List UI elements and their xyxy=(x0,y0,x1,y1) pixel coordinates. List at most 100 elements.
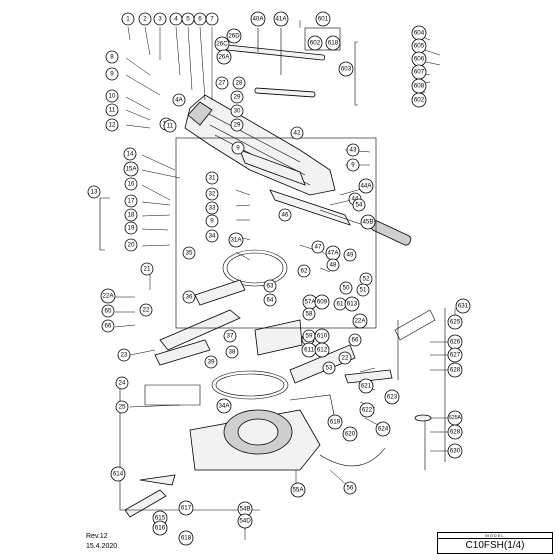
callout-label: 628 xyxy=(450,429,461,436)
callout-label: 621 xyxy=(361,383,372,390)
callout-label: 54D xyxy=(239,518,251,525)
callout-628: 628 xyxy=(447,424,463,440)
callout-circle xyxy=(343,481,357,495)
callout-circle xyxy=(358,378,374,394)
callout-circle xyxy=(263,293,277,307)
callout-label: 618 xyxy=(328,40,339,47)
callout-label: 43 xyxy=(350,147,357,154)
callout-label: 619 xyxy=(330,419,341,426)
callout-circle xyxy=(182,290,196,304)
callout-label: 14 xyxy=(127,151,134,158)
callout-label: 42 xyxy=(294,130,301,137)
callout-603: 603 xyxy=(338,61,354,77)
callout-label: 4 xyxy=(174,16,178,23)
callout-label: 31 xyxy=(209,175,216,182)
callout-circle xyxy=(121,12,135,26)
callout-label: 627 xyxy=(450,352,461,359)
callout-label: 21 xyxy=(144,266,151,273)
callout-16: 16 xyxy=(124,177,138,191)
callout-11: 11 xyxy=(163,119,177,133)
callout-circle xyxy=(205,214,219,228)
callout-label: 4A xyxy=(175,97,183,104)
callout-22a: 22A xyxy=(100,288,116,304)
callout-26c: 26C xyxy=(214,36,230,52)
callout-61: 61 xyxy=(333,297,347,311)
callout-circle xyxy=(338,351,352,365)
callout-circle xyxy=(232,76,246,90)
callout-34: 34 xyxy=(205,229,219,243)
callout-27: 27 xyxy=(215,76,229,90)
callout-circle xyxy=(105,103,119,117)
callout-circle xyxy=(101,319,115,333)
callout-label: 52 xyxy=(363,276,370,283)
callout-29: 29 xyxy=(230,90,244,104)
callout-64: 64 xyxy=(263,293,277,307)
callout-2: 2 xyxy=(138,12,152,26)
callout-circle xyxy=(205,171,219,185)
callout-21: 21 xyxy=(140,262,154,276)
callout-circle xyxy=(358,178,374,194)
callout-circle xyxy=(307,35,323,51)
callout-circle xyxy=(152,520,168,536)
callout-625: 625 xyxy=(447,314,463,330)
callout-label: 622 xyxy=(362,407,373,414)
callout-circle xyxy=(447,347,463,363)
callout-13: 13 xyxy=(87,185,101,199)
callout-47a: 47A xyxy=(325,245,341,261)
callout-label: 58 xyxy=(306,311,313,318)
callout-circle xyxy=(342,426,358,442)
callout-label: 57A xyxy=(304,299,316,306)
callout-24: 24 xyxy=(115,376,129,390)
callout-label: 630 xyxy=(450,448,461,455)
callout-circle xyxy=(346,158,360,172)
callout-12: 12 xyxy=(105,118,119,132)
callout-label: 49 xyxy=(347,252,354,259)
callout-58: 58 xyxy=(302,307,316,321)
callout-circle xyxy=(411,92,427,108)
callout-circle xyxy=(344,296,360,312)
callout-label: 34 xyxy=(209,233,216,240)
callout-circle xyxy=(290,126,304,140)
callout-label: 53 xyxy=(326,365,333,372)
callout-label: 63 xyxy=(267,283,274,290)
callout-label: 33 xyxy=(209,205,216,212)
callout-circle xyxy=(182,246,196,260)
callout-625a: 625A xyxy=(447,410,463,426)
callout-label: 31A xyxy=(230,237,242,244)
callout-label: 18 xyxy=(128,212,135,219)
callout-label: 626 xyxy=(450,339,461,346)
callout-63: 63 xyxy=(263,279,277,293)
callout-circle xyxy=(343,248,357,262)
callout-label: 624 xyxy=(378,426,389,433)
callout-624: 624 xyxy=(375,421,391,437)
callout-circle xyxy=(325,35,341,51)
callout-14: 14 xyxy=(123,147,137,161)
callout-circle xyxy=(290,482,306,498)
callout-label: 11 xyxy=(167,123,174,130)
callout-circle xyxy=(138,12,152,26)
callout-46: 46 xyxy=(278,208,292,222)
callout-label: 3 xyxy=(158,16,162,23)
callout-circle xyxy=(346,143,360,157)
callout-7: 7 xyxy=(205,12,219,26)
callout-label: 610 xyxy=(317,333,328,340)
callout-label: 7 xyxy=(210,16,214,23)
callout-label: 605 xyxy=(414,43,425,50)
callout-label: 62 xyxy=(301,268,308,275)
callout-label: 613 xyxy=(347,301,358,308)
callout-15a: 15A xyxy=(123,161,139,177)
callout-circle xyxy=(360,214,376,230)
callout-label: 614 xyxy=(113,471,124,478)
callout-label: 625A xyxy=(449,415,461,421)
callout-circle xyxy=(123,147,137,161)
callout-label: 601 xyxy=(318,16,329,23)
callout-label: 616 xyxy=(155,525,166,532)
callout-610: 610 xyxy=(314,328,330,344)
callout-614: 614 xyxy=(110,466,126,482)
callout-611: 611 xyxy=(301,342,317,358)
callout-52: 52 xyxy=(359,272,373,286)
callout-label: 611 xyxy=(304,347,314,354)
callout-label: 56 xyxy=(347,485,354,492)
callout-label: 26D xyxy=(228,33,240,40)
